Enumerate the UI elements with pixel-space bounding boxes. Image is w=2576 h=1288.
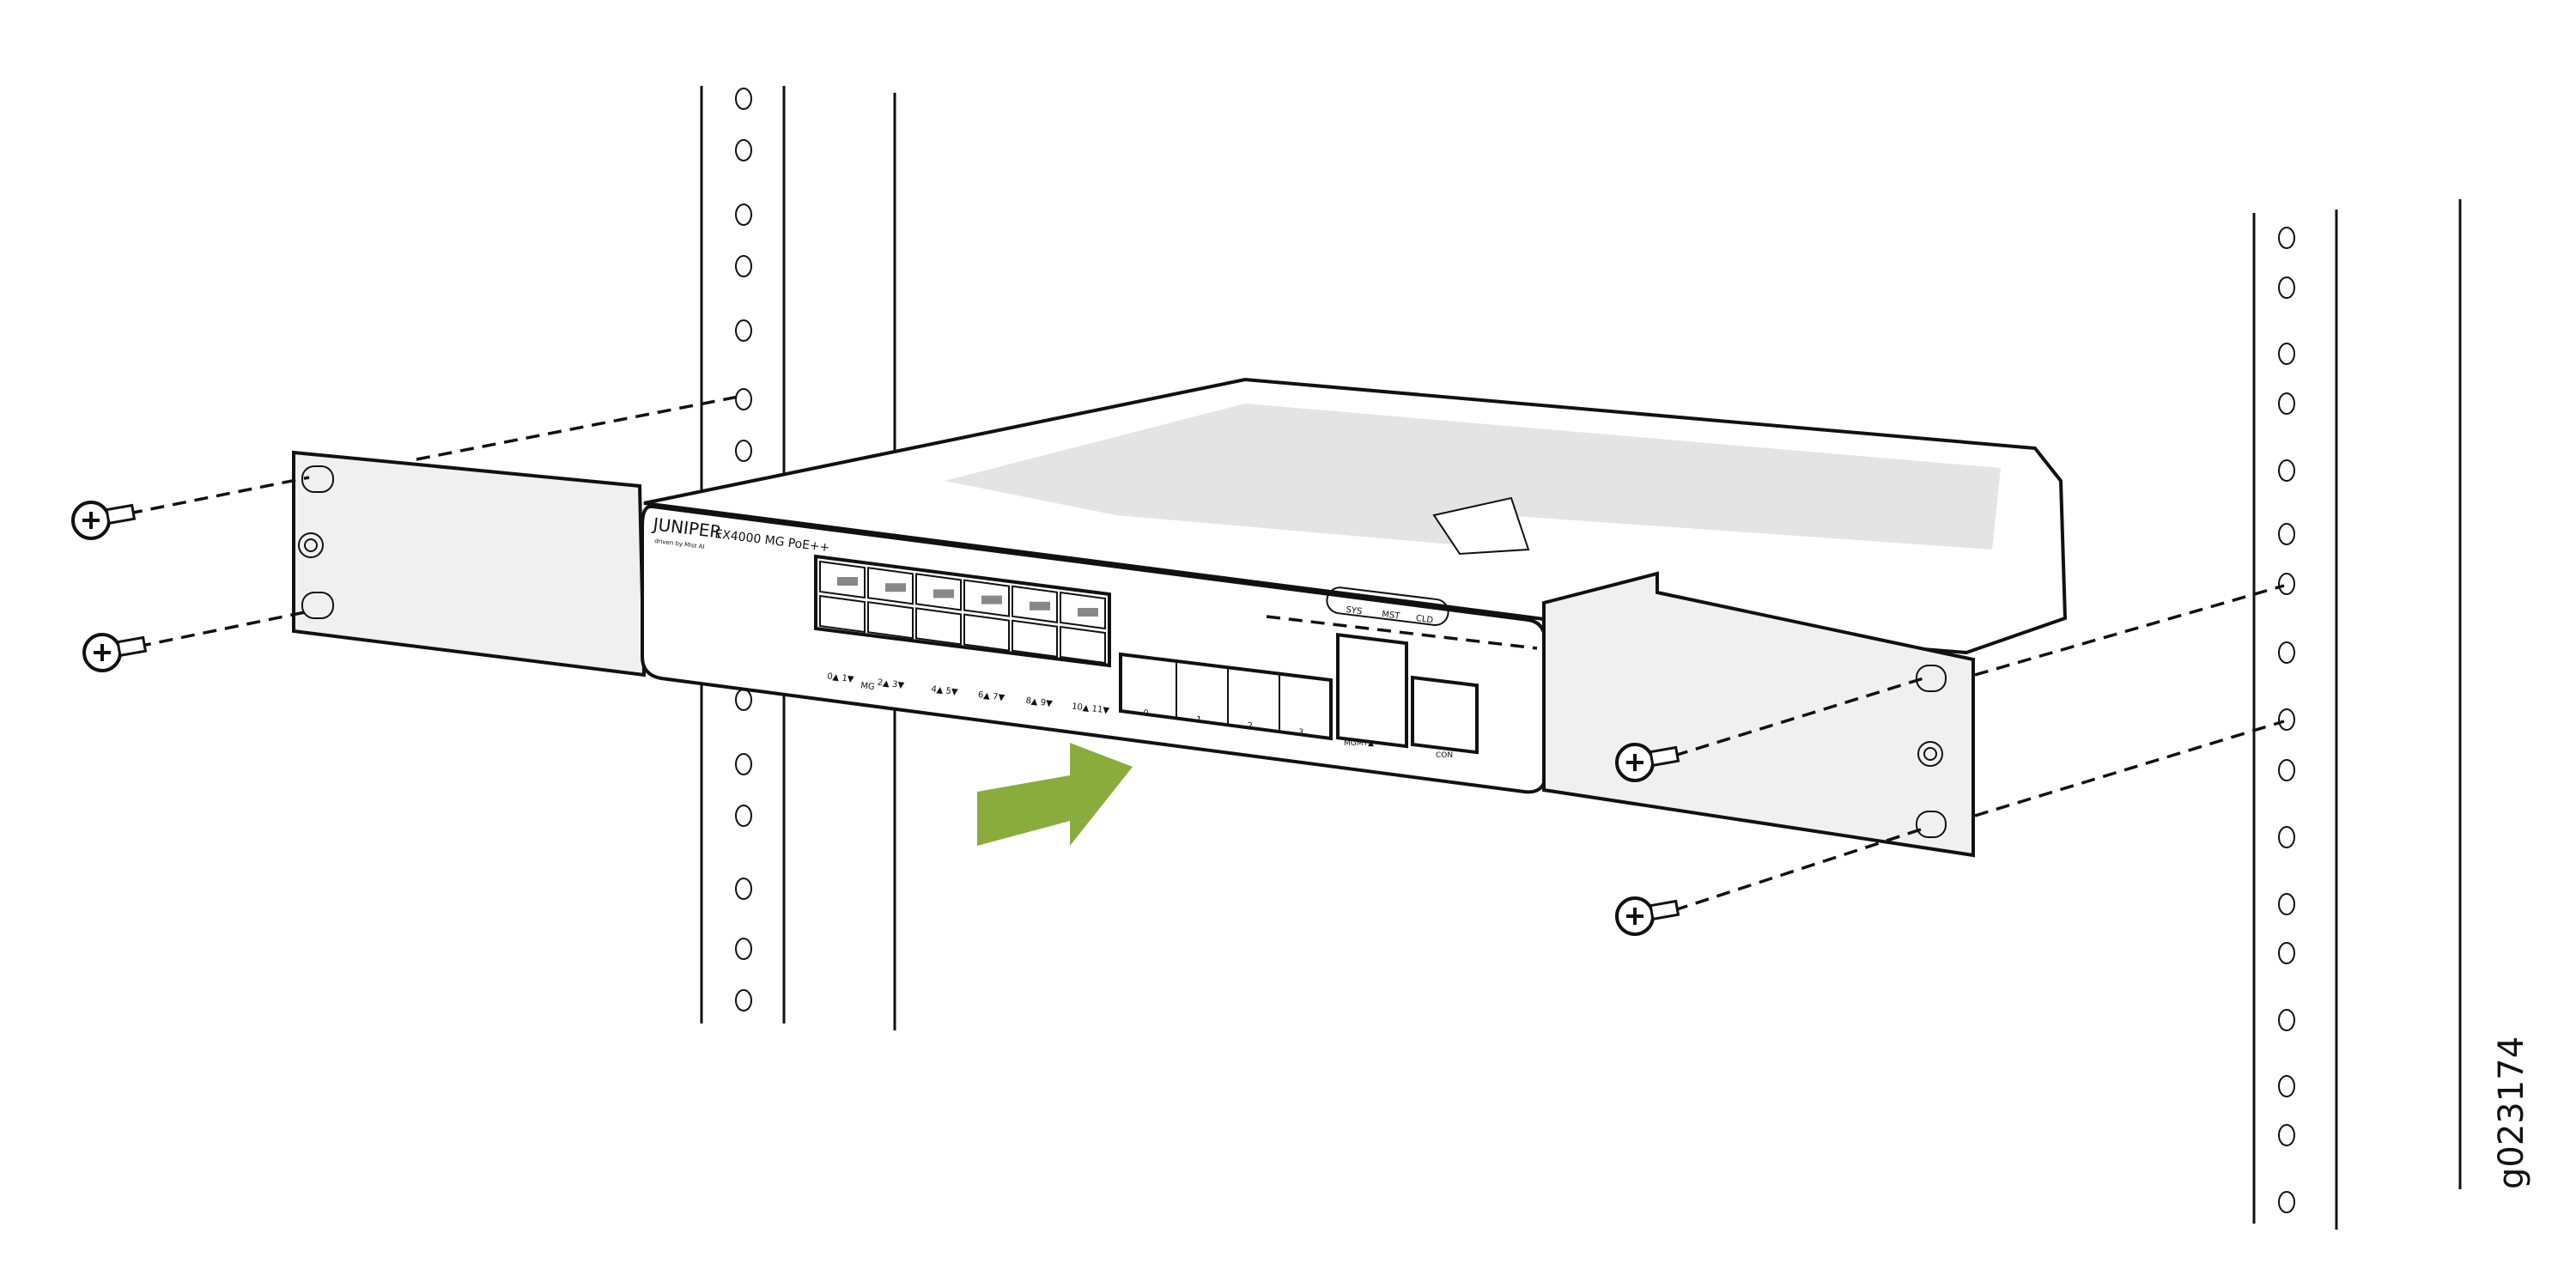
mgmt-label: MGMT▲ <box>1344 739 1374 748</box>
rj45-port <box>963 579 1010 617</box>
port-contacts <box>981 595 1002 605</box>
rack-hole <box>2278 826 2295 848</box>
rj45-port <box>867 567 914 605</box>
console-label: CON <box>1436 751 1453 760</box>
port-contacts <box>1030 601 1050 611</box>
port-contacts <box>933 589 954 598</box>
port-contacts <box>837 577 858 586</box>
port-label: 8▲ 9▼ <box>1025 696 1054 709</box>
rack-hole <box>735 204 752 226</box>
sfp-label: 0 <box>1143 708 1150 719</box>
rack-hole <box>735 255 752 277</box>
screw-icon <box>1615 743 1680 782</box>
rack-hole <box>735 139 752 161</box>
rj45-port <box>819 560 866 599</box>
right-rack-rail <box>2252 199 2462 1230</box>
rack-hole <box>2278 708 2295 731</box>
rack-hole <box>2278 1124 2295 1146</box>
rack-hole <box>2278 459 2295 482</box>
rj45-port <box>915 607 962 646</box>
rack-hole <box>735 938 752 960</box>
left-mounting-bracket <box>292 450 647 677</box>
right-mounting-bracket <box>1542 571 1975 858</box>
port-label: 2▲ 3▼ <box>877 678 905 691</box>
rack-hole <box>735 319 752 342</box>
rack-hole <box>735 88 752 110</box>
rack-hole <box>2278 392 2295 415</box>
rack-hole <box>2278 573 2295 595</box>
rack-hole <box>2278 276 2295 299</box>
port-label: MG <box>860 681 876 692</box>
port-label: 10▲ 11▼ <box>1071 702 1109 715</box>
rack-hole <box>735 989 752 1012</box>
screw-icon <box>1615 896 1680 936</box>
screw-icon <box>82 633 148 672</box>
alignment-guides <box>128 395 2285 912</box>
rj45-port <box>867 601 914 640</box>
led-cld: CLD <box>1415 614 1434 625</box>
port-label: 4▲ 5▼ <box>931 684 959 697</box>
sfp-label: 1 <box>1195 715 1202 726</box>
rack-hole <box>2278 343 2295 365</box>
rack-hole <box>2278 1009 2295 1031</box>
rack-hole <box>2278 1191 2295 1213</box>
rj45-port <box>819 594 866 634</box>
rack-hole <box>2278 759 2295 781</box>
rack-hole <box>2278 1075 2295 1097</box>
rj45-port <box>1012 619 1058 658</box>
rack-hole <box>735 805 752 827</box>
rj45-port <box>1060 591 1106 630</box>
rj45-port <box>915 573 962 611</box>
rj45-port <box>1012 585 1058 623</box>
rack-hole <box>2278 641 2295 664</box>
sfp-label: 3 <box>1297 728 1304 738</box>
insertion-arrow <box>977 743 1133 846</box>
switch-chassis <box>641 377 2068 794</box>
port-label: 6▲ 7▼ <box>977 690 1005 703</box>
rack-hole <box>2278 893 2295 915</box>
rack-hole <box>735 878 752 900</box>
port-contacts <box>1078 608 1098 617</box>
led-mst: MST <box>1382 610 1401 622</box>
rack-hole <box>2278 942 2295 964</box>
port-contacts <box>885 583 906 592</box>
rack-hole <box>735 689 752 711</box>
rj45-port <box>1060 625 1106 665</box>
rack-hole <box>2278 523 2295 545</box>
figure-id: g023174 <box>2492 1036 2531 1189</box>
rack-hole <box>735 440 752 462</box>
port-label: 0▲ 1▼ <box>827 671 855 684</box>
sfp-label: 2 <box>1247 721 1254 732</box>
rack-hole <box>2278 227 2295 249</box>
rj45-port <box>963 613 1010 652</box>
rack-hole <box>735 753 752 775</box>
led-sys: SYS <box>1346 605 1363 617</box>
screw-icon <box>71 501 137 540</box>
rack-hole <box>735 388 752 410</box>
